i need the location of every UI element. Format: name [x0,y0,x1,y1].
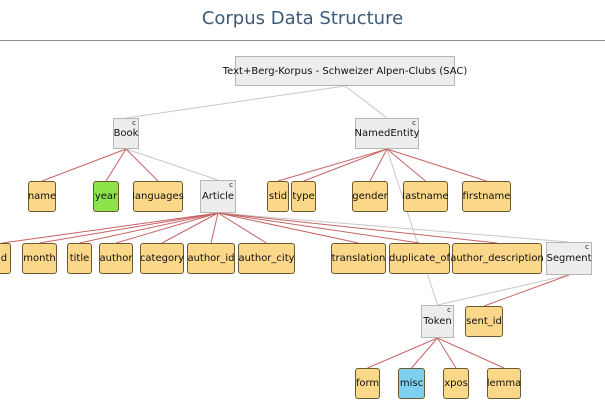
attribute-edge-article-category [161,212,219,244]
node-label: NamedEntity [354,128,420,139]
node-attr-duplicate-of[interactable]: duplicate_of [389,243,450,274]
node-attr-type[interactable]: type [291,181,316,212]
attribute-edge-article-month [39,212,219,244]
node-attr-year[interactable]: year [93,181,119,212]
attribute-edge-article-author_description [217,212,498,244]
node-label: form [355,378,380,389]
node-label: misc [399,378,424,389]
node-label: sent_id [466,316,502,327]
class-marker: c [132,119,136,127]
class-marker: c [412,119,416,127]
node-attr-languages[interactable]: languages [132,181,184,212]
attribute-edge-named_entity-lastname [386,148,426,182]
attribute-edge-token-xpos [437,337,457,369]
attribute-edge-token-lemma [437,337,505,369]
node-attr-gender[interactable]: gender [352,181,388,212]
node-label: translation [331,253,386,264]
attribute-edge-book-languages [125,148,159,182]
node-attr-category[interactable]: category [140,243,184,274]
node-label: type [292,191,315,202]
class-edge-article-segment [217,212,570,243]
attribute-edge-book-name [41,148,127,182]
attribute-edge-named_entity-stid [277,148,388,182]
node-attr-lemma[interactable]: lemma [487,368,521,399]
node-attr-author-id[interactable]: author_id [187,243,235,274]
attribute-edge-article-id [2,212,219,244]
node-attr-author-description[interactable]: author_description [450,243,544,274]
attribute-edge-token-form [367,337,438,369]
class-marker: c [229,181,233,189]
node-root-corpus[interactable]: Text+Berg-Korpus - Schweizer Alpen-Clubs… [223,56,467,86]
node-label: author [99,253,133,264]
attribute-edge-article-duplicate_of [217,212,420,244]
node-label: Segment [546,253,592,264]
node-label: name [27,191,57,202]
class-marker: c [447,306,451,314]
node-label: stid [268,191,288,202]
page-title: Corpus Data Structure [201,8,404,29]
node-label: id [0,253,8,264]
node-attr-name[interactable]: name [28,181,56,212]
node-label: gender [352,191,388,202]
node-attr-title[interactable]: title [67,243,92,274]
class-edge-root-named_entity [344,85,388,119]
node-label: Article [201,191,235,202]
node-attr-month[interactable]: month [22,243,57,274]
node-attr-id[interactable]: id [0,243,11,274]
node-label: Token [423,316,452,327]
node-label: Text+Berg-Korpus - Schweizer Alpen-Clubs… [222,65,468,77]
node-class-namedentity[interactable]: NamedEntity c [354,118,420,149]
attribute-edge-token-misc [411,337,438,369]
class-edge-named_entity-token [386,148,438,306]
class-edge-root-book [125,85,346,119]
attribute-edge-named_entity-gender [369,148,388,182]
class-edge-book-article [125,148,219,181]
attribute-edge-named_entity-firstname [386,148,487,182]
title-divider [0,40,605,41]
attribute-edge-book-year [105,148,127,182]
node-attr-lastname[interactable]: lastname [402,181,449,212]
node-attr-stid[interactable]: stid [267,181,289,212]
node-label: firstname [462,191,511,202]
attribute-edge-named_entity-type [303,148,388,182]
node-label: year [94,191,118,202]
attribute-edge-article-title [79,212,219,244]
node-label: duplicate_of [389,253,450,264]
node-label: lastname [402,191,449,202]
attribute-edge-article-author_id [210,212,219,244]
node-label: author_description [450,253,544,264]
node-class-segment[interactable]: Segment c [546,242,592,275]
node-label: Book [113,128,139,139]
node-label: languages [132,191,184,202]
node-attr-author-city[interactable]: author_city [238,243,295,274]
node-label: author_id [187,253,235,264]
node-class-token[interactable]: Token c [421,305,454,338]
node-label: author_city [238,253,295,264]
attribute-edge-article-author [115,212,219,244]
class-marker: c [585,243,589,251]
class-edge-segment-token [437,274,570,306]
node-attr-xpos[interactable]: xpos [443,368,469,399]
node-label: lemma [486,378,522,389]
attribute-edge-article-translation [217,212,359,244]
node-attr-firstname[interactable]: firstname [462,181,511,212]
node-label: title [69,253,90,264]
node-class-book[interactable]: Book c [113,118,139,149]
node-attr-author[interactable]: author [99,243,133,274]
node-class-article[interactable]: Article c [200,180,236,213]
node-label: xpos [444,378,468,389]
node-label: month [23,253,56,264]
attribute-edge-article-author_city [217,212,267,244]
node-label: category [139,253,185,264]
node-attr-translation[interactable]: translation [331,243,386,274]
attribute-edge-segment-sent_id [483,274,570,307]
node-attr-form[interactable]: form [355,368,380,399]
node-attr-sent-id[interactable]: sent_id [465,306,503,337]
node-attr-misc[interactable]: misc [398,368,425,399]
